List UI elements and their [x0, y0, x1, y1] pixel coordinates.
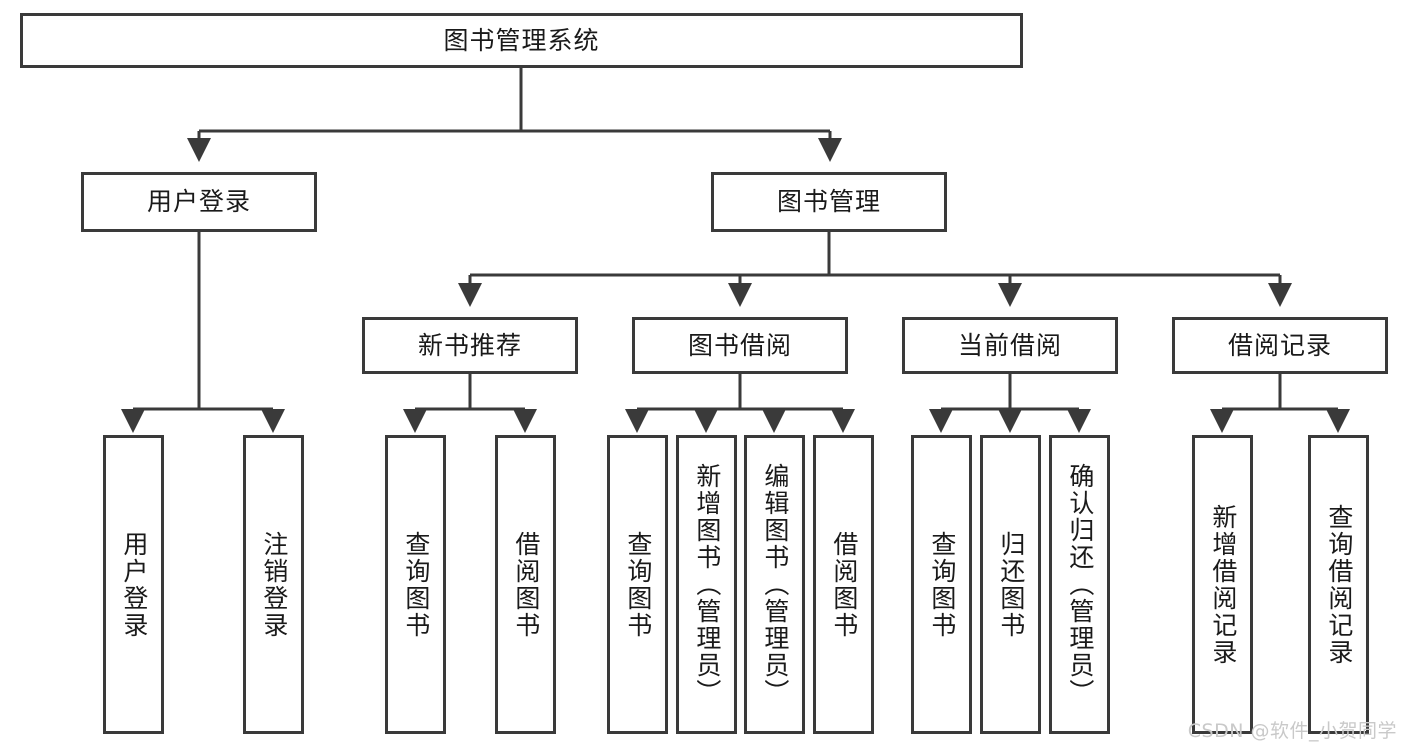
node-leaf-borrow-book-1[interactable]: 借阅图书 — [495, 435, 556, 734]
node-leaf-query-book-3[interactable]: 查询图书 — [911, 435, 972, 734]
node-leaf-borrow-book-2[interactable]: 借阅图书 — [813, 435, 874, 734]
node-book-borrow[interactable]: 图书借阅 — [632, 317, 848, 374]
node-leaf-edit-book-label: 编辑图书（管理员） — [760, 463, 790, 706]
node-leaf-user-login[interactable]: 用户登录 — [103, 435, 164, 734]
node-borrow-record-label: 借阅记录 — [1227, 330, 1332, 360]
node-book-manage[interactable]: 图书管理 — [711, 172, 947, 232]
node-user-login-label: 用户登录 — [146, 187, 251, 216]
node-leaf-query-book-1[interactable]: 查询图书 — [385, 435, 446, 734]
node-leaf-logout-label: 注销登录 — [259, 530, 289, 639]
node-leaf-add-book[interactable]: 新增图书（管理员） — [676, 435, 737, 734]
node-book-borrow-label: 图书借阅 — [687, 330, 792, 360]
node-leaf-query-book-1-label: 查询图书 — [401, 530, 431, 639]
node-leaf-query-book-3-label: 查询图书 — [927, 530, 957, 639]
node-leaf-user-login-label: 用户登录 — [119, 530, 149, 639]
node-leaf-confirm-return-label: 确认归还（管理员） — [1065, 463, 1095, 706]
node-leaf-return-book-label: 归还图书 — [996, 530, 1026, 639]
node-new-book-rec-label: 新书推荐 — [417, 330, 522, 360]
node-leaf-query-record-label: 查询借阅记录 — [1324, 503, 1354, 666]
node-root-label: 图书管理系统 — [443, 25, 600, 55]
node-current-borrow[interactable]: 当前借阅 — [902, 317, 1118, 374]
node-leaf-query-book-2-label: 查询图书 — [623, 530, 653, 639]
node-leaf-borrow-book-2-label: 借阅图书 — [829, 530, 859, 639]
node-current-borrow-label: 当前借阅 — [957, 330, 1062, 360]
node-leaf-query-record[interactable]: 查询借阅记录 — [1308, 435, 1369, 734]
node-leaf-logout[interactable]: 注销登录 — [243, 435, 304, 734]
node-user-login[interactable]: 用户登录 — [81, 172, 317, 232]
node-leaf-query-book-2[interactable]: 查询图书 — [607, 435, 668, 734]
node-book-manage-label: 图书管理 — [776, 187, 881, 216]
node-borrow-record[interactable]: 借阅记录 — [1172, 317, 1388, 374]
node-leaf-confirm-return[interactable]: 确认归还（管理员） — [1049, 435, 1110, 734]
node-leaf-add-record[interactable]: 新增借阅记录 — [1192, 435, 1253, 734]
node-leaf-add-record-label: 新增借阅记录 — [1208, 503, 1238, 666]
node-new-book-rec[interactable]: 新书推荐 — [362, 317, 578, 374]
node-leaf-add-book-label: 新增图书（管理员） — [692, 463, 722, 706]
node-leaf-edit-book[interactable]: 编辑图书（管理员） — [744, 435, 805, 734]
node-leaf-return-book[interactable]: 归还图书 — [980, 435, 1041, 734]
node-root[interactable]: 图书管理系统 — [20, 13, 1023, 68]
node-leaf-borrow-book-1-label: 借阅图书 — [511, 530, 541, 639]
csdn-watermark: CSDN @软件_小贺同学 — [1187, 720, 1397, 742]
